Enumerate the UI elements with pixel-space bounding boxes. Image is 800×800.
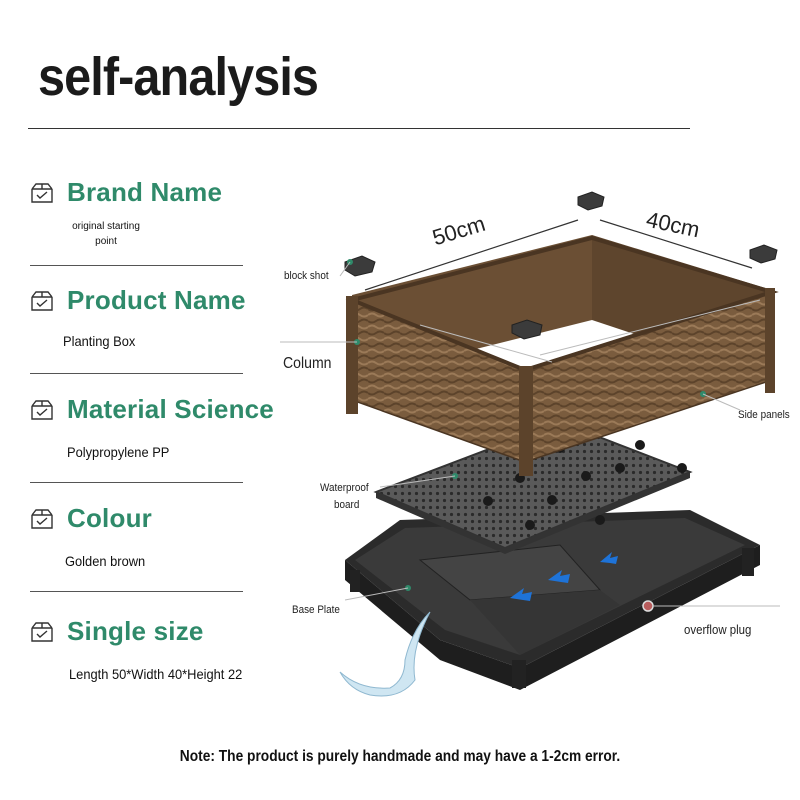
planter-box [344,191,779,476]
spec-label: Product Name [67,285,246,315]
callout-overflow-plug: overflow plug [684,622,752,637]
disclaimer-note: Note: The product is purely handmade and… [179,748,621,765]
base-plate [345,510,760,690]
callout-column: Column [283,355,332,372]
column-post [519,366,533,476]
spec-label: Single size [67,616,204,646]
overflow-plug-marker [642,600,654,612]
callout-side-panels: Side panels [738,409,790,421]
spec-divider [30,265,243,266]
box-check-icon [31,183,53,203]
callout-waterproof-board-2: board [334,499,360,511]
spec-label: Brand Name [67,177,223,207]
title-divider [28,128,690,129]
water-splash-icon [339,611,431,697]
spec-value: Golden brown [65,553,146,569]
drainage-arrow-icons [510,552,618,601]
box-check-icon [31,622,53,642]
spec-value: original starting point [72,221,140,247]
spec-value: Polypropylene PP [67,444,170,460]
planting-box-diagram [280,191,780,697]
spec-divider [30,482,243,483]
column-post [765,288,775,393]
box-check-icon [31,291,53,311]
spec-value: Planting Box [63,333,136,349]
page-title: self-analysis [38,47,319,107]
spec-divider [30,373,243,374]
spec-label: Colour [67,503,152,533]
column-post [346,296,358,414]
spec-divider [30,591,243,592]
waterproof-board [373,420,693,554]
spec-label: Material Science [67,394,274,424]
callout-block-shot: block shot [284,270,329,282]
spec-value: Length 50*Width 40*Height 22 [69,666,243,682]
box-check-icon [31,509,53,529]
callout-waterproof-board: Waterproof [320,482,369,494]
callout-base-plate: Base Plate [292,604,340,616]
callout-leaders [280,261,780,607]
box-check-icon [31,400,53,420]
